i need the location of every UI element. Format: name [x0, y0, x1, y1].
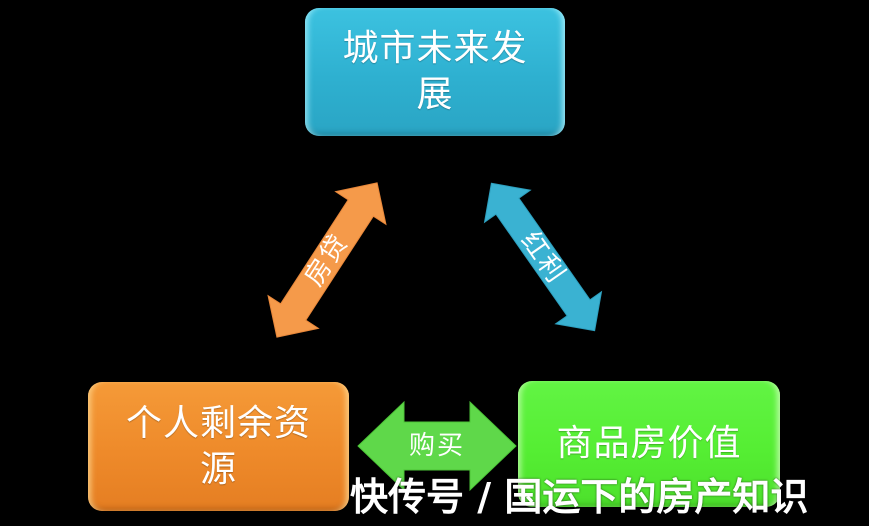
node-label-line: 源: [199, 448, 237, 490]
node-personal-remaining-resources: 个人剩余资 源: [88, 382, 349, 511]
double-arrow-icon: [483, 182, 603, 332]
node-commercial-housing-value: 商品房价值: [518, 381, 780, 507]
double-arrow-icon: [267, 182, 387, 338]
arrow-label: 购买: [408, 431, 465, 461]
node-label-line: 展: [416, 74, 454, 115]
node-label: 商品房价值: [556, 421, 741, 467]
node-city-future-development: 城市未来发 展: [305, 8, 565, 136]
node-label-line: 商品房价值: [556, 423, 742, 464]
arrow-mortgage: 房贷: [257, 178, 397, 342]
node-label-line: 个人剩余资: [125, 402, 311, 444]
node-label-line: 城市未来发: [342, 28, 528, 69]
node-label: 个人剩余资 源: [126, 401, 311, 493]
watermark: 快传号 / 国运下的房产知识: [350, 475, 809, 519]
arrow-purchase: 购买: [356, 398, 518, 494]
double-arrow-icon: [357, 400, 517, 492]
node-label: 城市未来发 展: [342, 26, 527, 118]
arrow-dividend: 红利: [478, 180, 608, 335]
